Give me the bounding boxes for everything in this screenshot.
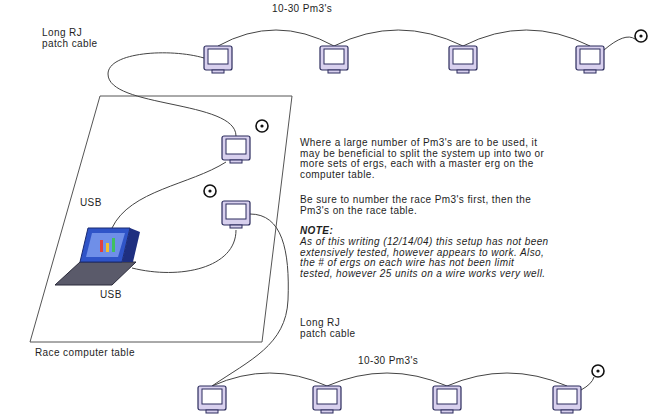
group-size-label: 10-30 Pm3's bbox=[358, 356, 418, 367]
terminator-symbol bbox=[204, 185, 216, 197]
patch-cable bbox=[212, 214, 288, 386]
erg-monitor bbox=[222, 136, 250, 163]
erg-monitor bbox=[576, 46, 604, 73]
erg-monitor bbox=[204, 46, 232, 73]
rj-wire bbox=[334, 30, 463, 46]
instruction-text: Be sure to number the race Pm3's first, … bbox=[300, 195, 550, 216]
note-heading: NOTE: bbox=[300, 226, 333, 237]
erg-monitor bbox=[433, 386, 461, 413]
terminator-symbol bbox=[256, 120, 268, 132]
usb-cable bbox=[132, 230, 236, 272]
erg-monitor bbox=[553, 386, 581, 413]
erg-monitor bbox=[320, 46, 348, 73]
usb-label: USB bbox=[80, 198, 102, 209]
rj-wire bbox=[604, 37, 635, 50]
table-label: Race computer table bbox=[35, 348, 135, 359]
cable-label: Long RJ patch cable bbox=[42, 28, 106, 49]
erg-monitor bbox=[222, 201, 250, 228]
rj-wire bbox=[327, 373, 447, 386]
usb-label: USB bbox=[100, 290, 122, 301]
table-outline bbox=[30, 96, 292, 342]
instruction-text: Where a large number of Pm3's are to be … bbox=[300, 138, 550, 180]
erg-monitor bbox=[313, 386, 341, 413]
wires bbox=[108, 30, 635, 390]
rj-wire bbox=[581, 377, 594, 390]
erg-monitor bbox=[198, 386, 226, 413]
note-text: As of this writing (12/14/04) this setup… bbox=[300, 237, 550, 279]
erg-monitor bbox=[449, 46, 477, 73]
rj-wire bbox=[447, 373, 567, 386]
rj-wire bbox=[212, 373, 327, 386]
usb-cable bbox=[112, 162, 226, 228]
laptop-illustration bbox=[55, 228, 140, 285]
terminator-symbol bbox=[635, 30, 647, 42]
terminator-symbol bbox=[592, 365, 604, 377]
rj-wire bbox=[463, 30, 590, 46]
cable-label: Long RJ patch cable bbox=[300, 318, 364, 339]
rj-wire bbox=[218, 30, 334, 46]
group-size-label: 10-30 Pm3's bbox=[272, 4, 332, 15]
